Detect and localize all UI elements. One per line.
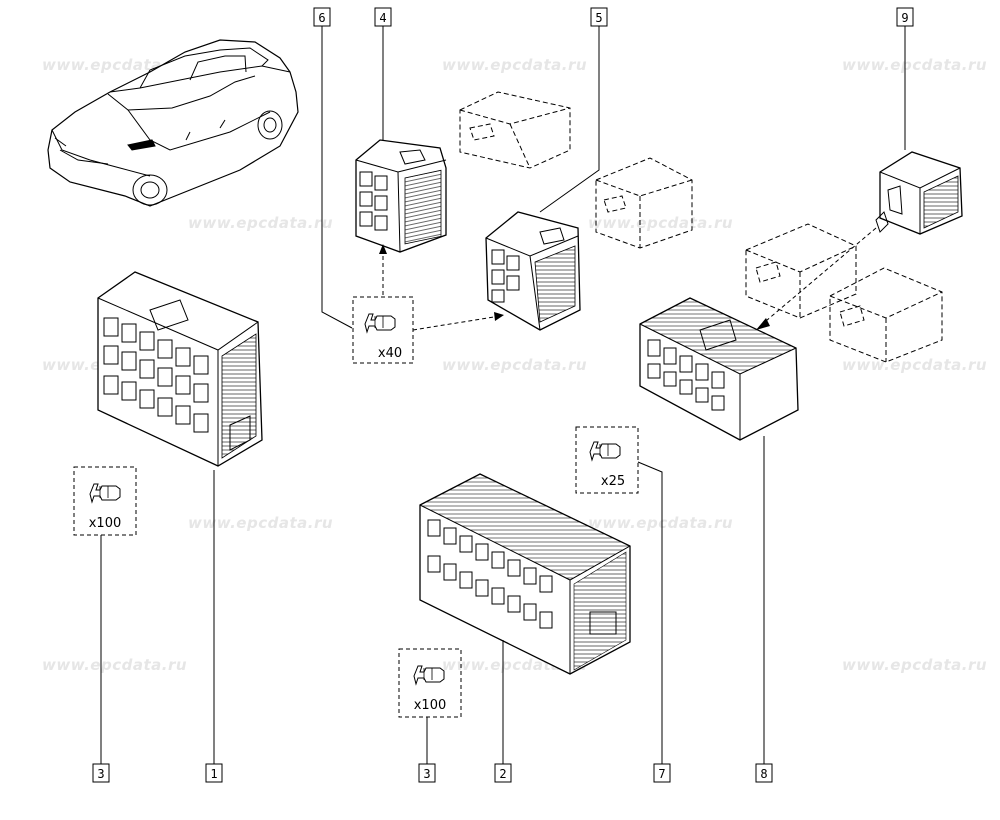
- guide-line: [759, 227, 877, 327]
- terminal-icon: [589, 441, 621, 461]
- connector-2: [419, 473, 631, 675]
- ghost-connector: [829, 267, 943, 363]
- watermark: www.epcdata.ru: [842, 656, 987, 674]
- connector-5: [485, 211, 581, 331]
- watermark: www.epcdata.ru: [588, 514, 733, 532]
- car-locator-icon: [47, 39, 299, 207]
- callout-8: 8: [755, 436, 773, 783]
- svg-text:9: 9: [901, 11, 908, 25]
- ghost-connector: [595, 157, 693, 249]
- svg-text:1: 1: [210, 767, 217, 781]
- terminal-qty: x40: [378, 346, 402, 361]
- connector-1: [97, 271, 263, 467]
- callout-1: 1: [205, 470, 223, 783]
- terminal-pack-40: x40: [352, 296, 504, 364]
- connector-9: [875, 151, 963, 235]
- svg-text:6: 6: [318, 11, 325, 25]
- callout-9: 9: [896, 7, 914, 150]
- watermark: www.epcdata.ru: [188, 514, 333, 532]
- terminal-pack-100-bottom: x100: [398, 648, 462, 718]
- watermark: www.epcdata.ru: [42, 656, 187, 674]
- terminal-qty: x100: [414, 698, 447, 713]
- callout-6: 6: [313, 7, 353, 329]
- svg-text:5: 5: [595, 11, 602, 25]
- connector-8: [639, 297, 799, 441]
- terminal-qty: x100: [89, 516, 122, 531]
- guide-arrow: [756, 318, 770, 330]
- watermark: www.epcdata.ru: [842, 56, 987, 74]
- callout-7: 7: [637, 461, 671, 783]
- callout-4: 4: [374, 7, 392, 140]
- watermark-layer: www.epcdata.ru www.epcdata.ru www.epcdat…: [42, 56, 987, 674]
- svg-text:3: 3: [97, 767, 104, 781]
- callout-3-left: 3: [92, 535, 110, 783]
- terminal-pack-25: x25: [575, 426, 639, 494]
- terminal-pack-100-left: x100: [73, 466, 137, 536]
- watermark: www.epcdata.ru: [588, 214, 733, 232]
- svg-text:2: 2: [499, 767, 506, 781]
- callout-5: 5: [539, 7, 608, 213]
- svg-text:4: 4: [379, 11, 386, 25]
- watermark: www.epcdata.ru: [842, 356, 987, 374]
- watermark: www.epcdata.ru: [188, 214, 333, 232]
- svg-text:8: 8: [760, 767, 767, 781]
- terminal-icon: [364, 313, 396, 333]
- callout-2: 2: [494, 640, 512, 783]
- ghost-connector: [459, 91, 571, 169]
- terminal-icon: [89, 483, 121, 503]
- callout-3-bottom: 3: [418, 717, 436, 783]
- connector-4: [355, 139, 447, 295]
- svg-text:7: 7: [658, 767, 665, 781]
- terminal-qty: x25: [601, 474, 625, 489]
- svg-text:3: 3: [423, 767, 430, 781]
- watermark: www.epcdata.ru: [442, 356, 587, 374]
- ghost-connector: [745, 223, 857, 319]
- watermark: www.epcdata.ru: [442, 56, 587, 74]
- terminal-icon: [413, 665, 445, 685]
